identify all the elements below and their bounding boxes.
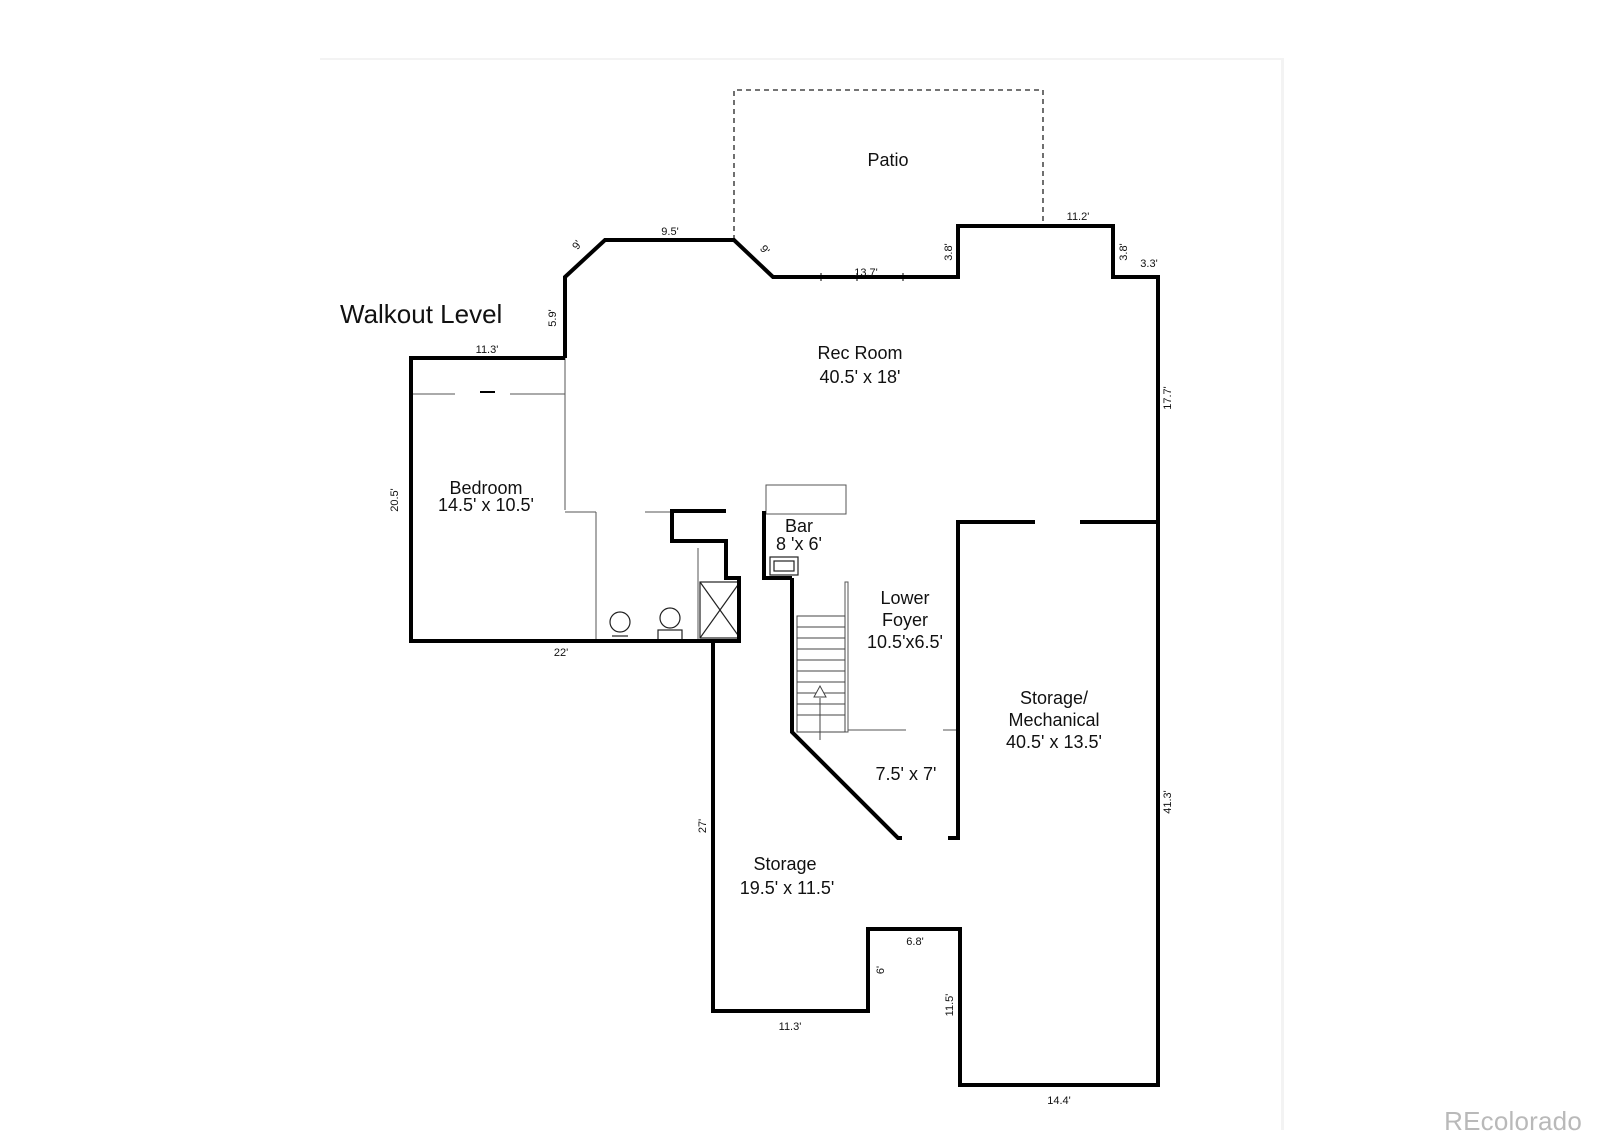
dim-6: 6': [875, 966, 887, 974]
lower-foyer-label-line1: Lower: [880, 588, 929, 608]
bedroom-size: 14.5' x 10.5': [438, 495, 534, 515]
rec-room-size: 40.5' x 18': [820, 367, 901, 387]
dim-11-3-bottom: 11.3': [779, 1021, 802, 1033]
dim-6-8: 6.8': [906, 936, 923, 948]
storage-mechanical-size: 40.5' x 13.5': [1006, 732, 1102, 752]
dim-17-7: 17.7': [1162, 386, 1174, 410]
bar-size: 8 'x 6': [776, 534, 822, 554]
dim-3-3: 3.3': [1140, 258, 1157, 270]
dim-11-2: 11.2': [1067, 211, 1090, 223]
dim-9-5: 9.5': [661, 226, 678, 238]
bedroom-label: Bedroom: [449, 478, 522, 498]
dim-9-a: 9': [570, 238, 585, 252]
top-divider: [320, 58, 1284, 60]
level-title: Walkout Level: [340, 299, 502, 329]
dim-27: 27': [697, 819, 709, 833]
patio-label: Patio: [867, 150, 908, 170]
dim-14-4: 14.4': [1047, 1095, 1071, 1107]
watermark-logo: REcolorado: [1444, 1106, 1582, 1136]
storage-mechanical-label-line2: Mechanical: [1008, 710, 1099, 730]
storage-label: Storage: [753, 854, 816, 874]
storage-mechanical-label-line1: Storage/: [1020, 688, 1088, 708]
dim-11-5: 11.5': [944, 994, 956, 1017]
lower-foyer-size: 10.5'x6.5': [867, 632, 943, 652]
rec-room-label: Rec Room: [817, 343, 902, 363]
patio-outline: [733, 89, 1044, 240]
lower-foyer-label-line2: Foyer: [882, 610, 928, 630]
dim-9-b: 9': [757, 243, 771, 257]
bathroom-fixtures: [609, 556, 799, 641]
storage-size: 19.5' x 11.5': [740, 878, 835, 898]
door-marks: [480, 273, 904, 393]
dim-5-9: 5.9': [547, 309, 559, 326]
dim-11-3-top: 11.3': [476, 344, 499, 356]
dim-3-8-b: 3.8': [1118, 243, 1130, 260]
dim-13-7: 13.7': [854, 267, 878, 279]
landing-size: 7.5' x 7': [876, 764, 937, 784]
stairs: [796, 615, 846, 740]
dim-3-8-a: 3.8': [943, 243, 955, 260]
dim-22: 22': [554, 647, 568, 659]
interior-thin-walls: [412, 358, 958, 733]
dim-41-3: 41.3': [1162, 790, 1174, 814]
right-divider: [1281, 60, 1284, 1130]
exterior-walls: [409, 224, 1160, 1087]
dim-20-5: 20.5': [389, 488, 401, 512]
bar-label: Bar: [785, 516, 813, 536]
